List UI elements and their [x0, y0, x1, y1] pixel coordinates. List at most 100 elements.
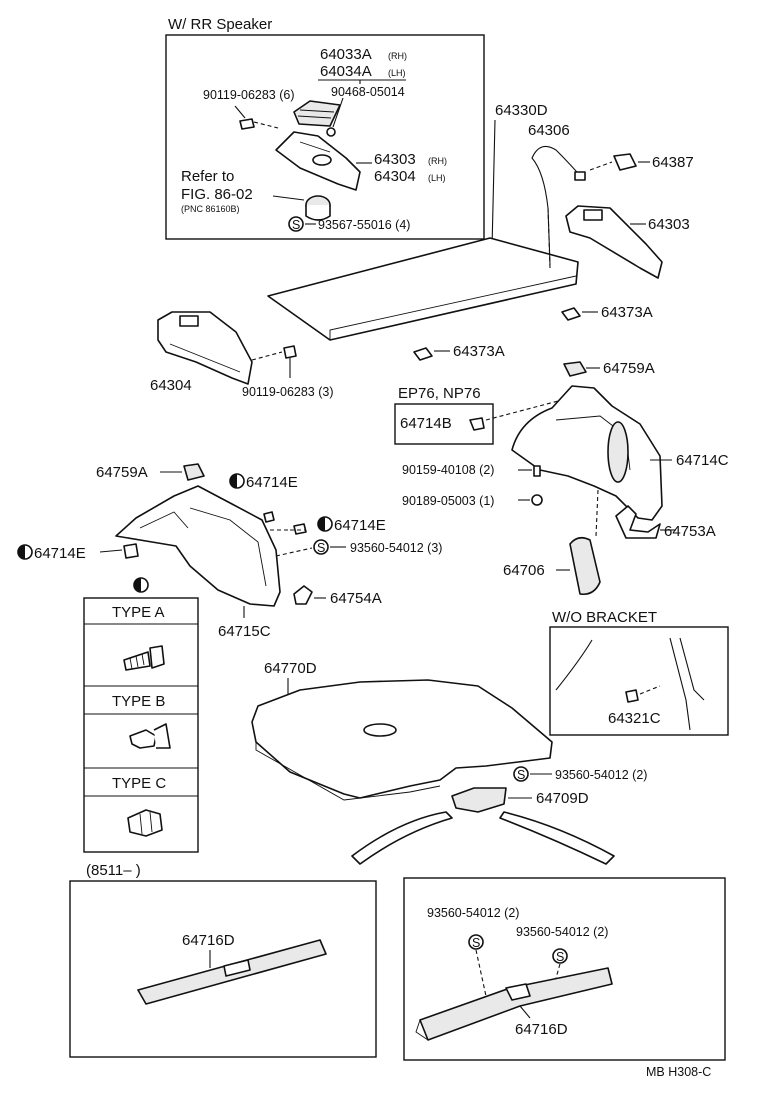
label-64304: 64304 [150, 377, 192, 394]
label-64709d: 64709D [536, 790, 589, 807]
label-64303: 64303 [648, 216, 690, 233]
label-64304-lh-box: 64304 [374, 168, 416, 185]
package-tray-group: 64330D 64306 64387 64303 64373A 64373A 6… [150, 102, 694, 399]
cable-64306-shape [531, 145, 583, 266]
bracket-64304-shape [157, 311, 253, 385]
label-64715c: 64715C [218, 623, 271, 640]
label-64306: 64306 [528, 122, 570, 139]
clip-64373a-1-icon [561, 307, 581, 321]
svg-text:S: S [517, 768, 525, 782]
type-legend-group: TYPE A TYPE B TYPE C [83, 597, 199, 853]
label-64716d-1: 64716D [182, 932, 235, 949]
right-quarter-trim-group: 64759A EP76, NP76 64714B 64714C 90159-40… [394, 360, 729, 596]
label-rh-64303: (RH) [428, 156, 447, 166]
type-c-plug-icon [127, 809, 163, 837]
label-93560-54012-3: 93560-54012 (3) [350, 541, 442, 555]
svg-text:S: S [556, 950, 564, 964]
type-b-label: TYPE B [112, 693, 165, 710]
floor-edge-left-shape [351, 811, 453, 865]
label-93560-54012-2a: 93560-54012 (2) [555, 768, 647, 782]
label-64033a: 64033A [320, 46, 372, 63]
label-64759a-left: 64759A [96, 464, 148, 481]
screw-90119-3-icon [283, 345, 297, 359]
fastener-64714e-1-icon [263, 511, 275, 523]
s-symbol-93567-icon [288, 216, 304, 232]
label-90159-40108: 90159-40108 (2) [402, 463, 494, 477]
label-64714b: 64714B [400, 415, 452, 432]
speaker-grille-shape [293, 100, 341, 127]
label-90119-06283-3: 90119-06283 (3) [242, 385, 334, 399]
label-90468-05014: 90468-05014 [331, 85, 405, 99]
label-64706: 64706 [503, 562, 545, 579]
rr-speaker-group: W/ RR Speaker 64033A (RH) 64034A (LH) 90… [165, 16, 485, 240]
clip-64387-icon [613, 153, 637, 171]
floor-mat-group: 64770D S 93560-54012 (2) 64709D [251, 660, 647, 865]
label-64714c: 64714C [676, 452, 729, 469]
svg-text:S: S [472, 936, 480, 950]
label-64373a-2: 64373A [453, 343, 505, 360]
refer-pnc-label: (PNC 86160B) [181, 204, 240, 214]
rr-speaker-box [165, 34, 485, 240]
type-a-label: TYPE A [112, 604, 165, 621]
label-64034a: 64034A [320, 63, 372, 80]
label-93560-54012-2c: 93560-54012 (2) [516, 925, 608, 939]
package-tray-shape [267, 237, 579, 341]
label-64716d-2: 64716D [515, 1021, 568, 1038]
screw-64321c-icon [625, 689, 639, 703]
label-64373a-1: 64373A [601, 304, 653, 321]
clip-90468-icon [326, 127, 336, 137]
label-93560-54012-2b: 93560-54012 (2) [427, 906, 519, 920]
label-64754a: 64754A [330, 590, 382, 607]
screw-90119-icon [239, 118, 255, 130]
floor-edge-right-shape [499, 811, 615, 865]
bracket-64753a-shape [615, 505, 661, 539]
label-64321c: 64321C [608, 710, 661, 727]
label-64330d: 64330D [495, 102, 548, 119]
wo-bracket-header: W/O BRACKET [552, 609, 657, 626]
refer-to-label: Refer to [181, 168, 234, 185]
wo-bracket-group: W/O BRACKET 64321C [549, 609, 729, 736]
label-64753a: 64753A [664, 523, 716, 540]
floor-mat-64770d-shape [251, 679, 553, 799]
fastener-64714e-3-icon [123, 543, 139, 559]
label-93567-55016: 93567-55016 (4) [318, 218, 410, 232]
trim-64714c-shape [511, 385, 663, 521]
bolt-90159-icon [533, 465, 541, 477]
cover-64709d-shape [451, 787, 507, 813]
ep-header: EP76, NP76 [398, 385, 481, 402]
label-lh-64034a: (LH) [388, 68, 406, 78]
ep-box [394, 403, 494, 445]
period-box [69, 880, 377, 1058]
scuff-plate-group: 93560-54012 (2) S 93560-54012 (2) S 6471… [403, 877, 726, 1061]
label-90189-05003: 90189-05003 (1) [402, 494, 494, 508]
rr-speaker-header: W/ RR Speaker [168, 16, 272, 33]
period-group: (8511– ) 64716D [69, 862, 377, 1058]
period-label: (8511– ) [86, 862, 141, 879]
footer-code: MB H308-C [646, 1065, 711, 1079]
label-90119-06283-6: 90119-06283 (6) [203, 88, 295, 102]
label-64714e-1: 64714E [246, 474, 298, 491]
label-64714e-2: 64714E [334, 517, 386, 534]
label-64714e-3: 64714E [34, 545, 86, 562]
clip-64754a-icon [293, 585, 313, 605]
bracket-64303-shape [565, 205, 663, 279]
svg-text:S: S [292, 218, 300, 232]
left-quarter-trim-group: 64759A 64714E 64714E 64714E S 93560-5401… [17, 463, 442, 640]
clip-64373a-2-icon [413, 347, 433, 361]
scuff-plate-box [403, 877, 726, 1061]
svg-text:S: S [317, 541, 325, 555]
fastener-64714e-2-icon [293, 523, 307, 535]
refer-fig-label: FIG. 86-02 [181, 186, 253, 203]
label-lh-64304: (LH) [428, 173, 446, 183]
nut-90189-icon [531, 494, 543, 506]
type-b-clip-icon [129, 729, 157, 749]
label-64303-rh-box: 64303 [374, 151, 416, 168]
label-rh-64033a: (RH) [388, 51, 407, 61]
trim-64715c-shape [115, 485, 281, 607]
cover-64706-shape [569, 536, 601, 596]
fastener-64714b-icon [469, 417, 485, 431]
type-c-label: TYPE C [112, 775, 166, 792]
s-symbol-93560-2a-icon [513, 766, 529, 782]
label-64387: 64387 [652, 154, 694, 171]
